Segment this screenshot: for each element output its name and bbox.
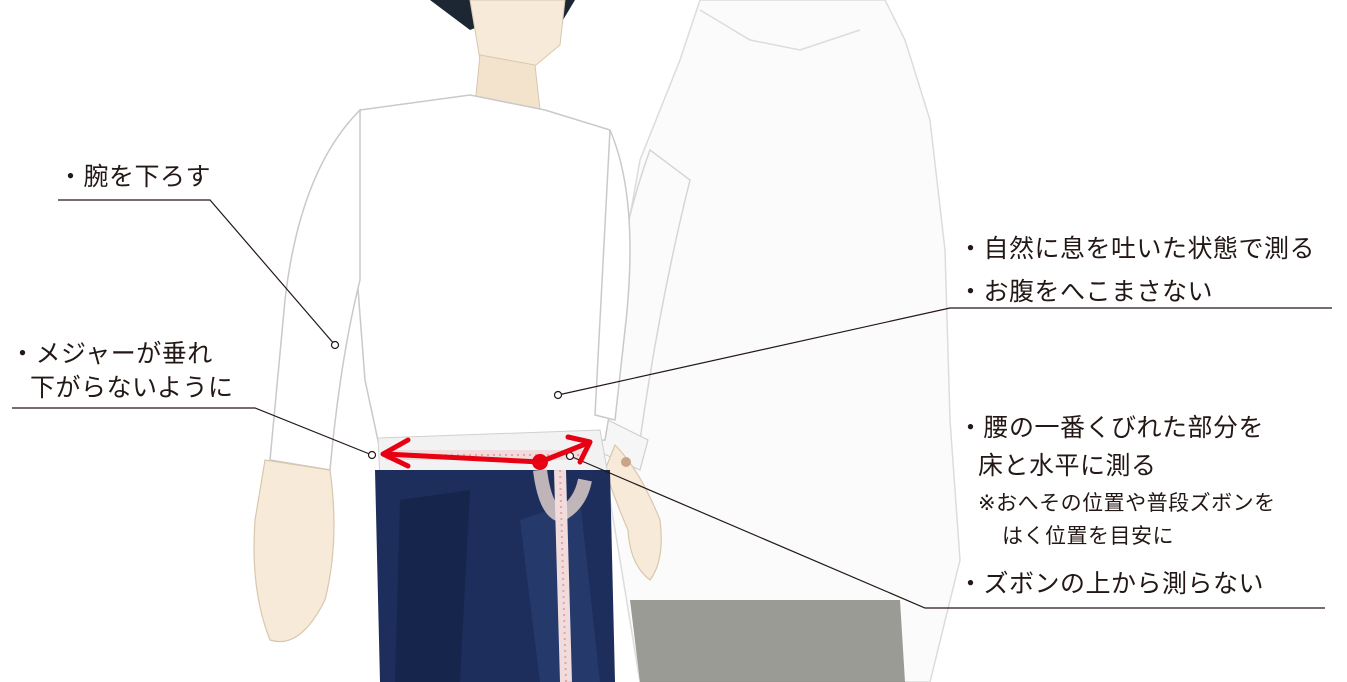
label-note-line1: ※おへその位置や普段ズボンを [978,491,1276,515]
leader-tape [12,407,373,456]
shirt-body [354,94,626,451]
helper-pants [630,600,905,682]
label-tape-line2: 下がらないように [30,373,234,402]
anchor-point-icon [367,450,377,460]
leader-breath [557,307,1332,396]
label-waist-line1: ・腰の一番くびれた部分を [958,413,1265,442]
left-sleeve [269,108,361,471]
label-breath-line2: ・お腹をへこまさない [958,277,1214,306]
right-sleeve [594,129,631,421]
helper-watch [621,457,631,467]
label-tape-line1: ・メジャーが垂れ [10,339,213,368]
left-hand [253,459,335,643]
anchor-point-icon [330,340,340,350]
tape-arrow-icon [380,434,593,469]
label-arms-down: ・腕を下ろす [58,162,212,191]
leader-pants [569,455,1325,609]
anchor-point-icon [553,390,563,400]
face [469,0,566,71]
jeans-shade [395,490,470,682]
label-pants: ・ズボンの上から測らない [958,569,1265,598]
helper-hand [604,443,662,581]
main-figure [253,0,631,682]
anchor-points [330,340,575,461]
tape-center-dot [532,454,548,470]
label-note-line2: はく位置を目安に [1002,524,1174,548]
label-waist-line2: 床と水平に測る [978,451,1157,480]
helper-collar [699,9,861,51]
leader-arms [58,199,336,346]
helper-figure [594,0,961,682]
leader-lines [12,199,1332,609]
label-breath-line1: ・自然に息を吐いた状態で測る [958,234,1316,263]
